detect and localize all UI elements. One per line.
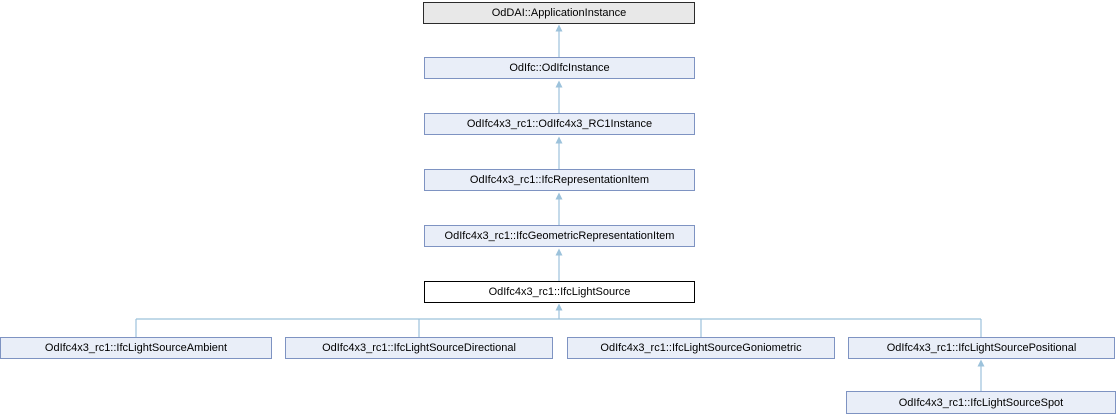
edge-spot-to-positional bbox=[977, 359, 985, 391]
node-ifclightsourcedirectional[interactable]: OdIfc4x3_rc1::IfcLightSourceDirectional bbox=[285, 337, 553, 359]
node-ifclightsourcepositional[interactable]: OdIfc4x3_rc1::IfcLightSourcePositional bbox=[848, 337, 1115, 359]
node-ifclightsourceambient[interactable]: OdIfc4x3_rc1::IfcLightSourceAmbient bbox=[0, 337, 272, 359]
node-odifc-odifcinstance[interactable]: OdIfc::OdIfcInstance bbox=[424, 57, 695, 79]
node-odifc4x3-rc1instance[interactable]: OdIfc4x3_rc1::OdIfc4x3_RC1Instance bbox=[424, 113, 695, 135]
node-ifcrepresentationitem[interactable]: OdIfc4x3_rc1::IfcRepresentationItem bbox=[424, 169, 695, 191]
edge-lightsource-to-geometricrepitem bbox=[555, 248, 563, 281]
node-ifclightsourcegoniometric[interactable]: OdIfc4x3_rc1::IfcLightSourceGoniometric bbox=[567, 337, 835, 359]
node-ifcgeometricrepresentationitem[interactable]: OdIfc4x3_rc1::IfcGeometricRepresentation… bbox=[424, 225, 695, 247]
edge-representationitem-to-rc1instance bbox=[555, 136, 563, 169]
node-ifclightsource: OdIfc4x3_rc1::IfcLightSource bbox=[424, 281, 695, 303]
edge-odifcinstance-to-applicationinstance bbox=[555, 24, 563, 57]
edge-children-to-lightsource bbox=[135, 303, 982, 337]
node-ifclightsourcespot[interactable]: OdIfc4x3_rc1::IfcLightSourceSpot bbox=[846, 391, 1116, 414]
edge-geometricrepitem-to-representationitem bbox=[555, 192, 563, 225]
edge-rc1instance-to-odifcinstance bbox=[555, 80, 563, 113]
node-oddai-applicationinstance: OdDAI::ApplicationInstance bbox=[423, 2, 695, 24]
